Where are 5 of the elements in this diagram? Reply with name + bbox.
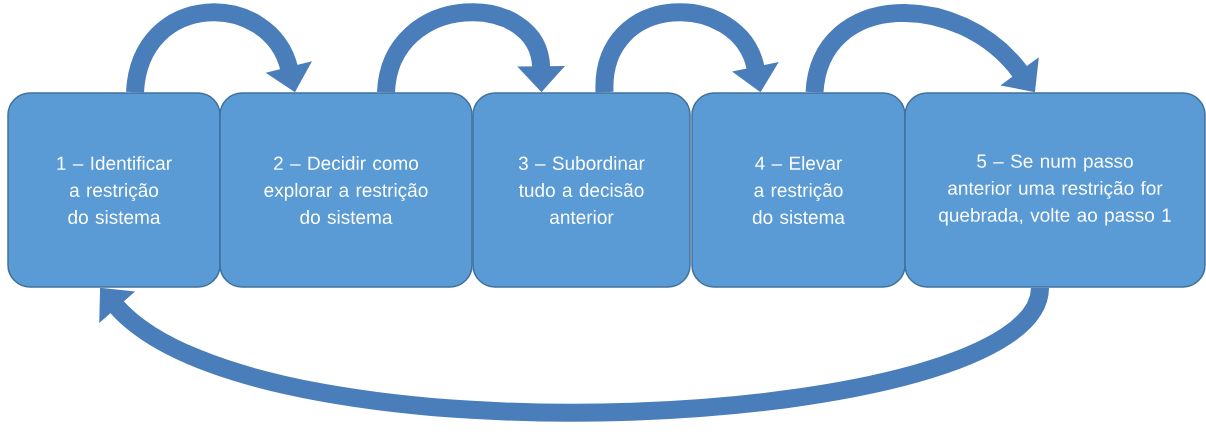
process-box: 1 – Identificar a restrição do sistema <box>7 92 221 288</box>
process-box: 2 – Decidir como explorar a restrição do sistema <box>219 92 473 288</box>
process-box: 4 – Elevar a restrição do sistema <box>691 92 906 288</box>
process-box: 3 – Subordinar tudo a decisão anterior <box>472 92 691 288</box>
process-box: 5 – Se num passo anterior uma restrição for quebrada, volte ao passo 1 <box>904 92 1206 288</box>
